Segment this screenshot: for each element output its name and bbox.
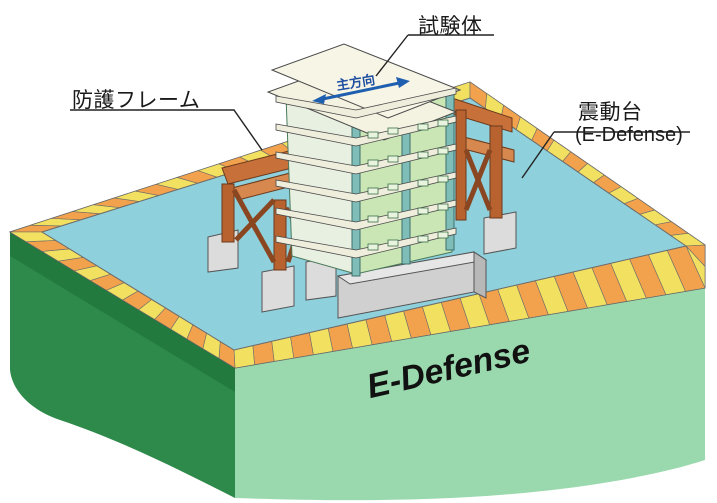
label-protective-frame: 防護フレーム bbox=[72, 88, 201, 112]
window bbox=[417, 123, 429, 131]
window bbox=[387, 211, 399, 219]
floor-slab bbox=[275, 199, 457, 231]
floor-slab bbox=[275, 143, 457, 175]
floor-slab bbox=[275, 115, 457, 147]
window bbox=[437, 119, 449, 127]
window bbox=[367, 187, 379, 195]
window bbox=[367, 159, 379, 167]
protective-frame-right bbox=[445, 95, 517, 255]
window bbox=[417, 151, 429, 159]
table-side-left bbox=[10, 232, 235, 498]
window bbox=[367, 131, 379, 139]
window bbox=[417, 207, 429, 215]
window bbox=[367, 243, 379, 251]
label-shake-table-sub: (E-Defense) bbox=[575, 124, 683, 146]
facade-windows bbox=[367, 119, 449, 251]
foundation-block bbox=[336, 251, 488, 319]
floor-slab bbox=[275, 171, 457, 203]
main-direction-arrow bbox=[312, 77, 410, 104]
window bbox=[387, 127, 399, 135]
floor-slabs bbox=[275, 87, 457, 259]
window bbox=[417, 235, 429, 243]
window bbox=[437, 175, 449, 183]
label-shake-table: 震動台 bbox=[578, 100, 643, 124]
window bbox=[437, 203, 449, 211]
window bbox=[437, 231, 449, 239]
window bbox=[437, 147, 449, 155]
floor-slab bbox=[275, 227, 457, 259]
window bbox=[417, 179, 429, 187]
specimen-building bbox=[266, 43, 462, 277]
window bbox=[367, 215, 379, 223]
table-side-front bbox=[235, 288, 705, 501]
leader-lines bbox=[70, 34, 690, 179]
window bbox=[387, 239, 399, 247]
window bbox=[387, 155, 399, 163]
label-specimen: 試験体 bbox=[418, 14, 483, 38]
window bbox=[387, 183, 399, 191]
floor-slab bbox=[275, 87, 457, 119]
table-side-shade bbox=[10, 232, 235, 392]
